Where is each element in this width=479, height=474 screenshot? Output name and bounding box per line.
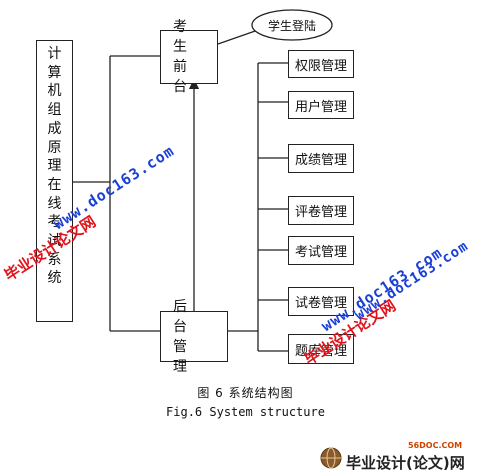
system-name-char: 理 xyxy=(47,158,62,175)
system-name-char: 组 xyxy=(47,102,62,119)
module-label: 考试管理 xyxy=(294,245,347,260)
front-desk-line2: 前 台 xyxy=(173,59,199,95)
system-name-char: 系 xyxy=(47,251,62,268)
figure-caption-zh: 图 6 系统结构图 xyxy=(197,386,294,400)
system-name-char: 在 xyxy=(47,176,62,193)
module-label: 用户管理 xyxy=(294,99,347,115)
system-name-char: 考 xyxy=(47,214,62,231)
backend-line1: 后 台 xyxy=(173,298,199,335)
module-box-user: 用户管理 xyxy=(288,91,354,119)
backend-box: 后 台 管 理 xyxy=(160,299,228,375)
module-box-question-bank: 题库管理 xyxy=(288,334,354,364)
logo-globe-icon xyxy=(320,447,342,469)
student-login-ellipse xyxy=(251,9,333,41)
system-name-box: 计算机组成原理在线考试系统 xyxy=(36,40,73,322)
front-to-login-line xyxy=(217,29,259,45)
system-name-char: 成 xyxy=(47,120,62,137)
module-box-marking: 评卷管理 xyxy=(288,196,354,225)
system-name-char: 机 xyxy=(47,83,62,100)
front-desk-line1: 考 生 xyxy=(173,19,199,55)
figure-caption-en: Fig.6 System structure xyxy=(166,405,325,419)
module-label: 试卷管理 xyxy=(294,296,347,311)
system-name-char: 计 xyxy=(47,46,62,62)
system-name-char: 统 xyxy=(47,270,62,287)
module-label: 成绩管理 xyxy=(294,153,347,168)
module-box-exam: 考试管理 xyxy=(288,236,354,265)
logo-text: 毕业设计(论文)网 xyxy=(346,454,465,472)
module-label: 题库管理 xyxy=(294,343,347,359)
student-login-label: 学生登陆 xyxy=(267,18,316,33)
front-desk-box: 考 生 前 台 xyxy=(160,19,218,95)
system-name-char: 线 xyxy=(47,195,62,212)
module-box-permission: 权限管理 xyxy=(288,50,354,78)
module-label: 评卷管理 xyxy=(294,205,347,220)
system-name-text: 计算机组成原理在线考试系统 xyxy=(37,45,72,288)
system-name-char: 原 xyxy=(47,139,62,156)
module-box-score: 成绩管理 xyxy=(288,144,354,173)
module-label: 权限管理 xyxy=(294,58,347,74)
logo-domain: 56DOC.COM xyxy=(408,441,463,450)
backend-line2: 管 理 xyxy=(173,338,199,375)
system-name-char: 算 xyxy=(47,64,62,81)
system-name-char: 试 xyxy=(47,233,62,250)
module-box-paper: 试卷管理 xyxy=(288,287,354,316)
